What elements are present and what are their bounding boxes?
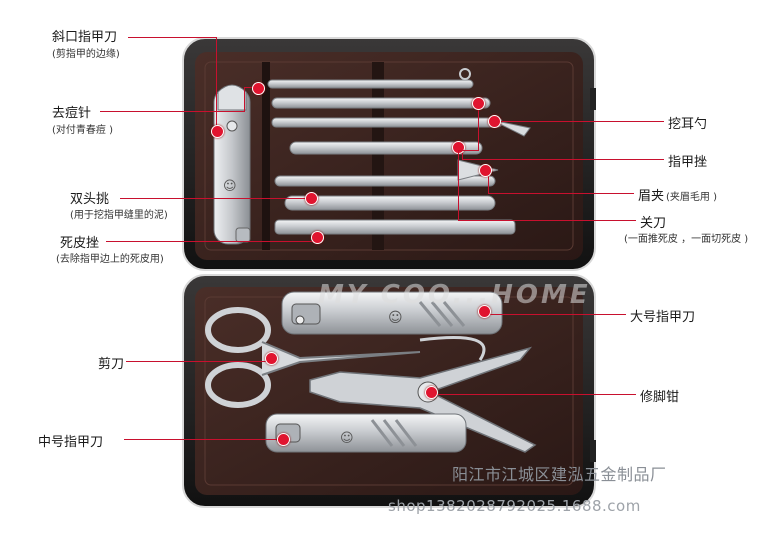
label-nail-file: 指甲挫 bbox=[668, 155, 708, 170]
label-medium-nail-clipper: 中号指甲刀 bbox=[38, 435, 104, 450]
sublabel-double-pick: (用于挖指甲缝里的泥) bbox=[70, 210, 168, 221]
leader-slanted-nail-clipper-v bbox=[216, 37, 217, 130]
svg-text:☺: ☺ bbox=[223, 179, 237, 194]
leader-large-nail-clipper bbox=[490, 314, 626, 315]
leader-nail-file-v bbox=[462, 147, 463, 160]
leader-nail-file bbox=[462, 159, 664, 160]
label-cuticle-nipper: 修脚钳 bbox=[640, 390, 680, 405]
leader-double-pick bbox=[120, 198, 308, 199]
label-scissors: 剪刀 bbox=[98, 357, 125, 372]
label-slanted-nail-clipper: 斜口指甲刀 bbox=[52, 30, 118, 45]
marker-double-pick bbox=[305, 192, 318, 205]
svg-text:☺: ☺ bbox=[388, 310, 403, 326]
label-cuticle-pusher: 关刀 bbox=[640, 216, 667, 231]
leader-slanted-nail-clipper bbox=[128, 37, 216, 38]
sublabel-dead-skin-file: (去除指甲边上的死皮用) bbox=[56, 254, 164, 265]
svg-text:☺: ☺ bbox=[340, 431, 354, 446]
marker-scissors bbox=[265, 352, 278, 365]
leader-dead-skin-file bbox=[106, 241, 314, 242]
marker-acne-needle bbox=[252, 82, 265, 95]
leader-scissors bbox=[126, 361, 268, 362]
leader-acne-needle-v bbox=[244, 87, 245, 112]
label-dead-skin-file: 死皮挫 bbox=[60, 236, 100, 251]
marker-ear-pick bbox=[488, 115, 501, 128]
marker-slanted-nail-clipper bbox=[211, 125, 224, 138]
sublabel-cuticle-pusher: (一面推死皮 ，一面切死皮 ) bbox=[624, 234, 749, 245]
leader-cuticle-pusher-h bbox=[458, 150, 479, 151]
watermark: MY COO...HOME bbox=[318, 280, 591, 310]
leader-acne-needle bbox=[100, 111, 244, 112]
leader-acne-needle-h2 bbox=[244, 87, 256, 88]
label-ear-pick: 挖耳勺 bbox=[668, 117, 708, 132]
leader-tweezers-v bbox=[488, 170, 489, 194]
company-name: 阳江市江城区建泓五金制品厂 bbox=[452, 465, 667, 484]
leader-tweezers bbox=[488, 193, 634, 194]
marker-cuticle-nipper bbox=[425, 386, 438, 399]
label-acne-needle: 去痘针 bbox=[52, 106, 92, 121]
label-double-pick: 双头挑 bbox=[70, 192, 110, 207]
marker-medium-nail-clipper bbox=[277, 433, 290, 446]
marker-large-nail-clipper bbox=[478, 305, 491, 318]
leader-cuticle-pusher bbox=[458, 220, 636, 221]
marker-dead-skin-file bbox=[311, 231, 324, 244]
leader-ear-pick bbox=[498, 121, 664, 122]
label-large-nail-clipper: 大号指甲刀 bbox=[630, 310, 696, 325]
sublabel-slanted-nail-clipper: (剪指甲的边缘) bbox=[52, 49, 120, 60]
marker-cuticle-pusher bbox=[472, 97, 485, 110]
sublabel-tweezers: (夹眉毛用 ) bbox=[666, 192, 717, 203]
leader-medium-nail-clipper bbox=[124, 439, 278, 440]
leader-cuticle-pusher-v bbox=[458, 150, 459, 221]
marker-tweezers bbox=[479, 164, 492, 177]
leader-cuticle-nipper bbox=[436, 394, 636, 395]
sublabel-acne-needle: (对付青春痘 ) bbox=[52, 125, 113, 136]
shop-url: shop1382028792025.1688.com bbox=[388, 497, 641, 515]
label-tweezers: 眉夹 bbox=[638, 189, 665, 204]
leader-cuticle-pusher-v2 bbox=[478, 108, 479, 150]
